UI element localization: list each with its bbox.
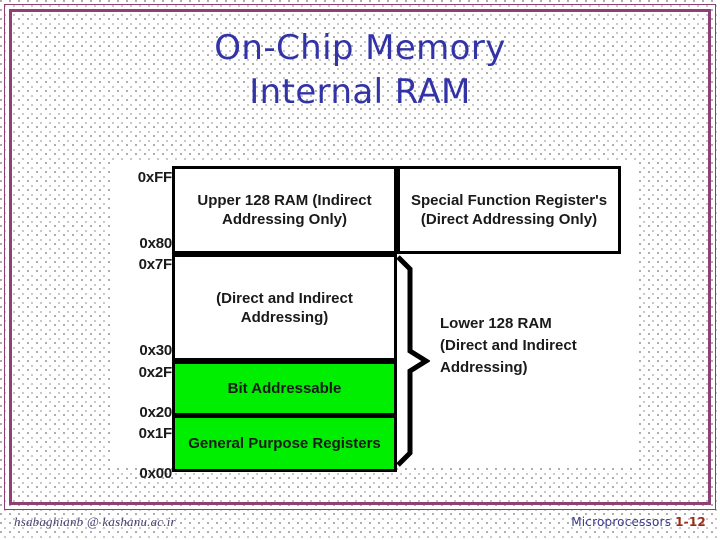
- address-label-0x00: 0x00: [139, 465, 172, 482]
- memory-block-direct-and-indirect: (Direct and Indirect Addressing): [172, 254, 397, 361]
- title-line-2: Internal RAM: [249, 72, 471, 112]
- memory-block-upper-128-ram: Upper 128 RAM (Indirect Addressing Only): [172, 166, 397, 254]
- footer-email: hsabaghianb @ kashanu.ac.ir: [14, 514, 176, 529]
- memory-block-bit-addressable: Bit Addressable: [172, 361, 397, 416]
- title-line-1: On-Chip Memory: [214, 28, 506, 68]
- address-label-0x2F: 0x2F: [138, 364, 173, 381]
- address-label-0x7F: 0x7F: [138, 256, 173, 273]
- memory-block-special-function-registers: Special Function Register's (Direct Addr…: [397, 166, 621, 254]
- address-label-0xFF: 0xFF: [137, 169, 172, 186]
- address-label-0x20: 0x20: [139, 404, 172, 421]
- address-label-0x30: 0x30: [139, 342, 172, 359]
- address-label-0x1F: 0x1F: [138, 425, 173, 442]
- footer-course-and-page: Microprocessors 1-12: [571, 515, 706, 529]
- footer-course-label: Microprocessors: [571, 515, 672, 529]
- footer-page-number: 1-12: [675, 515, 706, 529]
- address-label-0x80: 0x80: [139, 235, 172, 252]
- lower-128-ram-note: Lower 128 RAM (Direct and Indirect Addre…: [440, 315, 577, 376]
- page-title: On-Chip Memory Internal RAM: [0, 26, 720, 114]
- memory-block-general-purpose-registers: General Purpose Registers: [172, 416, 397, 472]
- internal-ram-diagram: 0xFF 0x80 0x7F 0x30 0x2F 0x20 0x1F 0x00 …: [110, 160, 637, 481]
- lower-ram-brace-icon: [396, 255, 430, 467]
